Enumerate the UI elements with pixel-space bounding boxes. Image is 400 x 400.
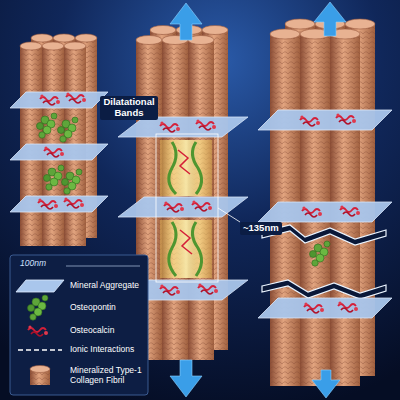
dimension-label: ~135nm: [240, 222, 282, 235]
band-label: Dilatational Bands: [100, 96, 158, 120]
legend-text: Osteocalcin: [70, 326, 146, 336]
legend-text: Ionic Interactions: [70, 345, 146, 355]
legend-text: Mineral Aggregate: [70, 281, 146, 291]
scale-label: 100nm: [20, 259, 64, 269]
legend-text: Mineralized Type-1 Collagen Fibril: [70, 366, 146, 386]
legend-text: Osteopontin: [70, 303, 146, 313]
